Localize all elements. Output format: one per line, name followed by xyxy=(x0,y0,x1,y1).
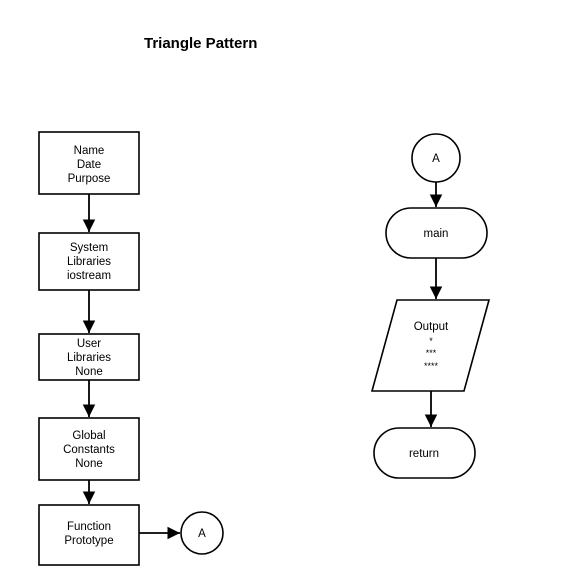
return-label: return xyxy=(409,448,439,460)
output-line-4: **** xyxy=(424,361,439,371)
connector-a-in-label: A xyxy=(432,153,440,165)
output-line-2: * xyxy=(429,336,433,346)
function-prototype-line-2: Prototype xyxy=(64,535,113,547)
diagram-title: Triangle Pattern xyxy=(144,35,258,52)
global-constants-line-2: Constants xyxy=(63,444,115,456)
header-box: Name Date Purpose xyxy=(38,131,140,195)
main-label: main xyxy=(424,228,449,240)
system-libraries-box: System Libraries iostream xyxy=(38,232,140,291)
system-libraries-line-2: Libraries xyxy=(67,256,111,268)
output-line-3: *** xyxy=(426,348,437,358)
system-libraries-line-3: iostream xyxy=(67,270,111,282)
output-line-1: Output xyxy=(414,321,449,333)
header-line-name: Name xyxy=(74,145,105,157)
main-terminator: main xyxy=(385,207,488,259)
user-libraries-line-2: Libraries xyxy=(67,352,111,364)
connector-a-out-label: A xyxy=(198,528,206,540)
user-libraries-box: User Libraries None xyxy=(38,333,140,381)
header-line-purpose: Purpose xyxy=(68,173,111,185)
function-prototype-box: Function Prototype xyxy=(38,504,140,566)
header-line-date: Date xyxy=(77,159,101,171)
function-prototype-line-1: Function xyxy=(67,521,111,533)
global-constants-line-1: Global xyxy=(72,430,105,442)
return-terminator: return xyxy=(373,427,476,479)
connector-a-in: A xyxy=(411,133,461,183)
system-libraries-line-1: System xyxy=(70,242,108,254)
user-libraries-line-3: None xyxy=(75,366,103,378)
global-constants-line-3: None xyxy=(75,458,103,470)
connector-a-out: A xyxy=(180,511,224,555)
global-constants-box: Global Constants None xyxy=(38,417,140,481)
output-parallelogram: Output * *** **** xyxy=(370,299,491,392)
user-libraries-line-1: User xyxy=(77,338,101,350)
